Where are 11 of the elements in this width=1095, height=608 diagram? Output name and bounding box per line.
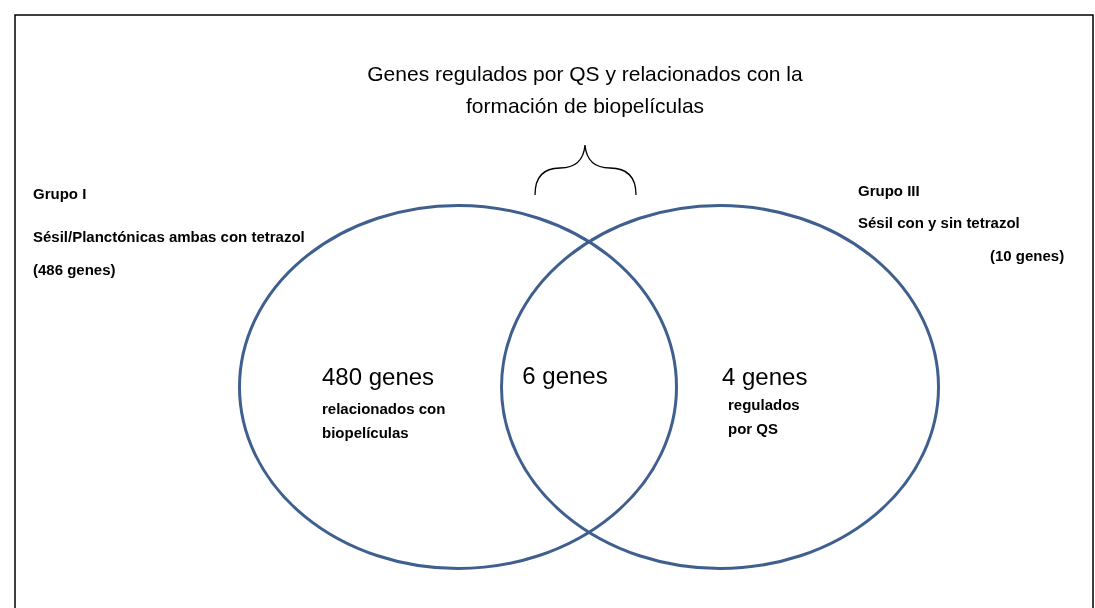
gene-count: 4 genes (722, 362, 809, 392)
bracket-caption: Genes regulados por QS y relacionados con la formación de biopelículas (366, 61, 804, 119)
gene-total: (10 genes) (990, 247, 1065, 266)
gene-count: 480 genes (322, 362, 436, 392)
group-description: Sésil/Planctónicas ambas con tetrazol (486 genes) (33, 227, 306, 280)
group-heading: Grupo I (33, 185, 88, 204)
region-description: regulados por QS (728, 395, 801, 439)
group-description: Sésil con y sin tetrazol (858, 214, 1021, 233)
region-description: relacionados con biopelículas (322, 399, 447, 443)
intersection-count: 6 genes (521, 361, 609, 391)
group-heading: Grupo III (858, 182, 921, 201)
